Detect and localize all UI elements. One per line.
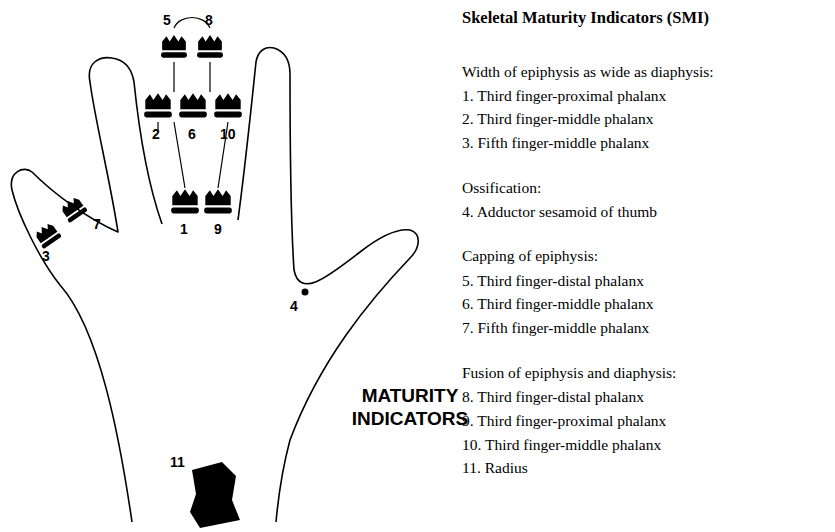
callout-number: 5 [163,12,171,28]
list-heading: Ossification: [462,179,541,197]
hand-outline [11,48,418,522]
callout-number: 11 [170,454,185,470]
callout-number: 4 [290,298,298,314]
list-item: 9. Third finger-proximal phalanx [462,412,666,430]
callout-number: 10 [220,126,236,142]
list-heading: Width of epiphysis as wide as diaphysis: [462,63,714,81]
list-heading: Fusion of epiphysis and diaphysis: [462,364,676,382]
callout-number: 3 [42,248,50,264]
list-item: 4. Adductor sesamoid of thumb [462,203,657,221]
list-item: 6. Third finger-middle phalanx [462,295,653,313]
callout-number: 8 [205,12,213,28]
list-item: 1. Third finger-proximal phalanx [462,87,666,105]
callout-number: 1 [180,221,188,237]
list-heading: Capping of epiphysis: [462,247,598,265]
list-item: 5. Third finger-distal phalanx [462,272,644,290]
callout-number: 7 [93,216,101,232]
list-item: 10. Third finger-middle phalanx [462,436,661,454]
list-item: 2. Third finger-middle phalanx [462,110,653,128]
radius-bone [190,462,240,528]
callout-number: 6 [188,126,196,142]
diagram-title: Skeletal Maturity Indicators (SMI) [462,8,709,28]
phalanx-bones [33,35,242,249]
list-item: 7. Fifth finger-middle phalanx [462,319,649,337]
sesamoid-dot [302,289,309,296]
list-item: 11. Radius [462,459,528,477]
callout-number: 2 [152,126,160,142]
list-item: 8. Third finger-distal phalanx [462,388,644,406]
callout-number: 9 [214,221,222,237]
bone-lines [158,18,228,189]
list-item: 3. Fifth finger-middle phalanx [462,134,649,152]
